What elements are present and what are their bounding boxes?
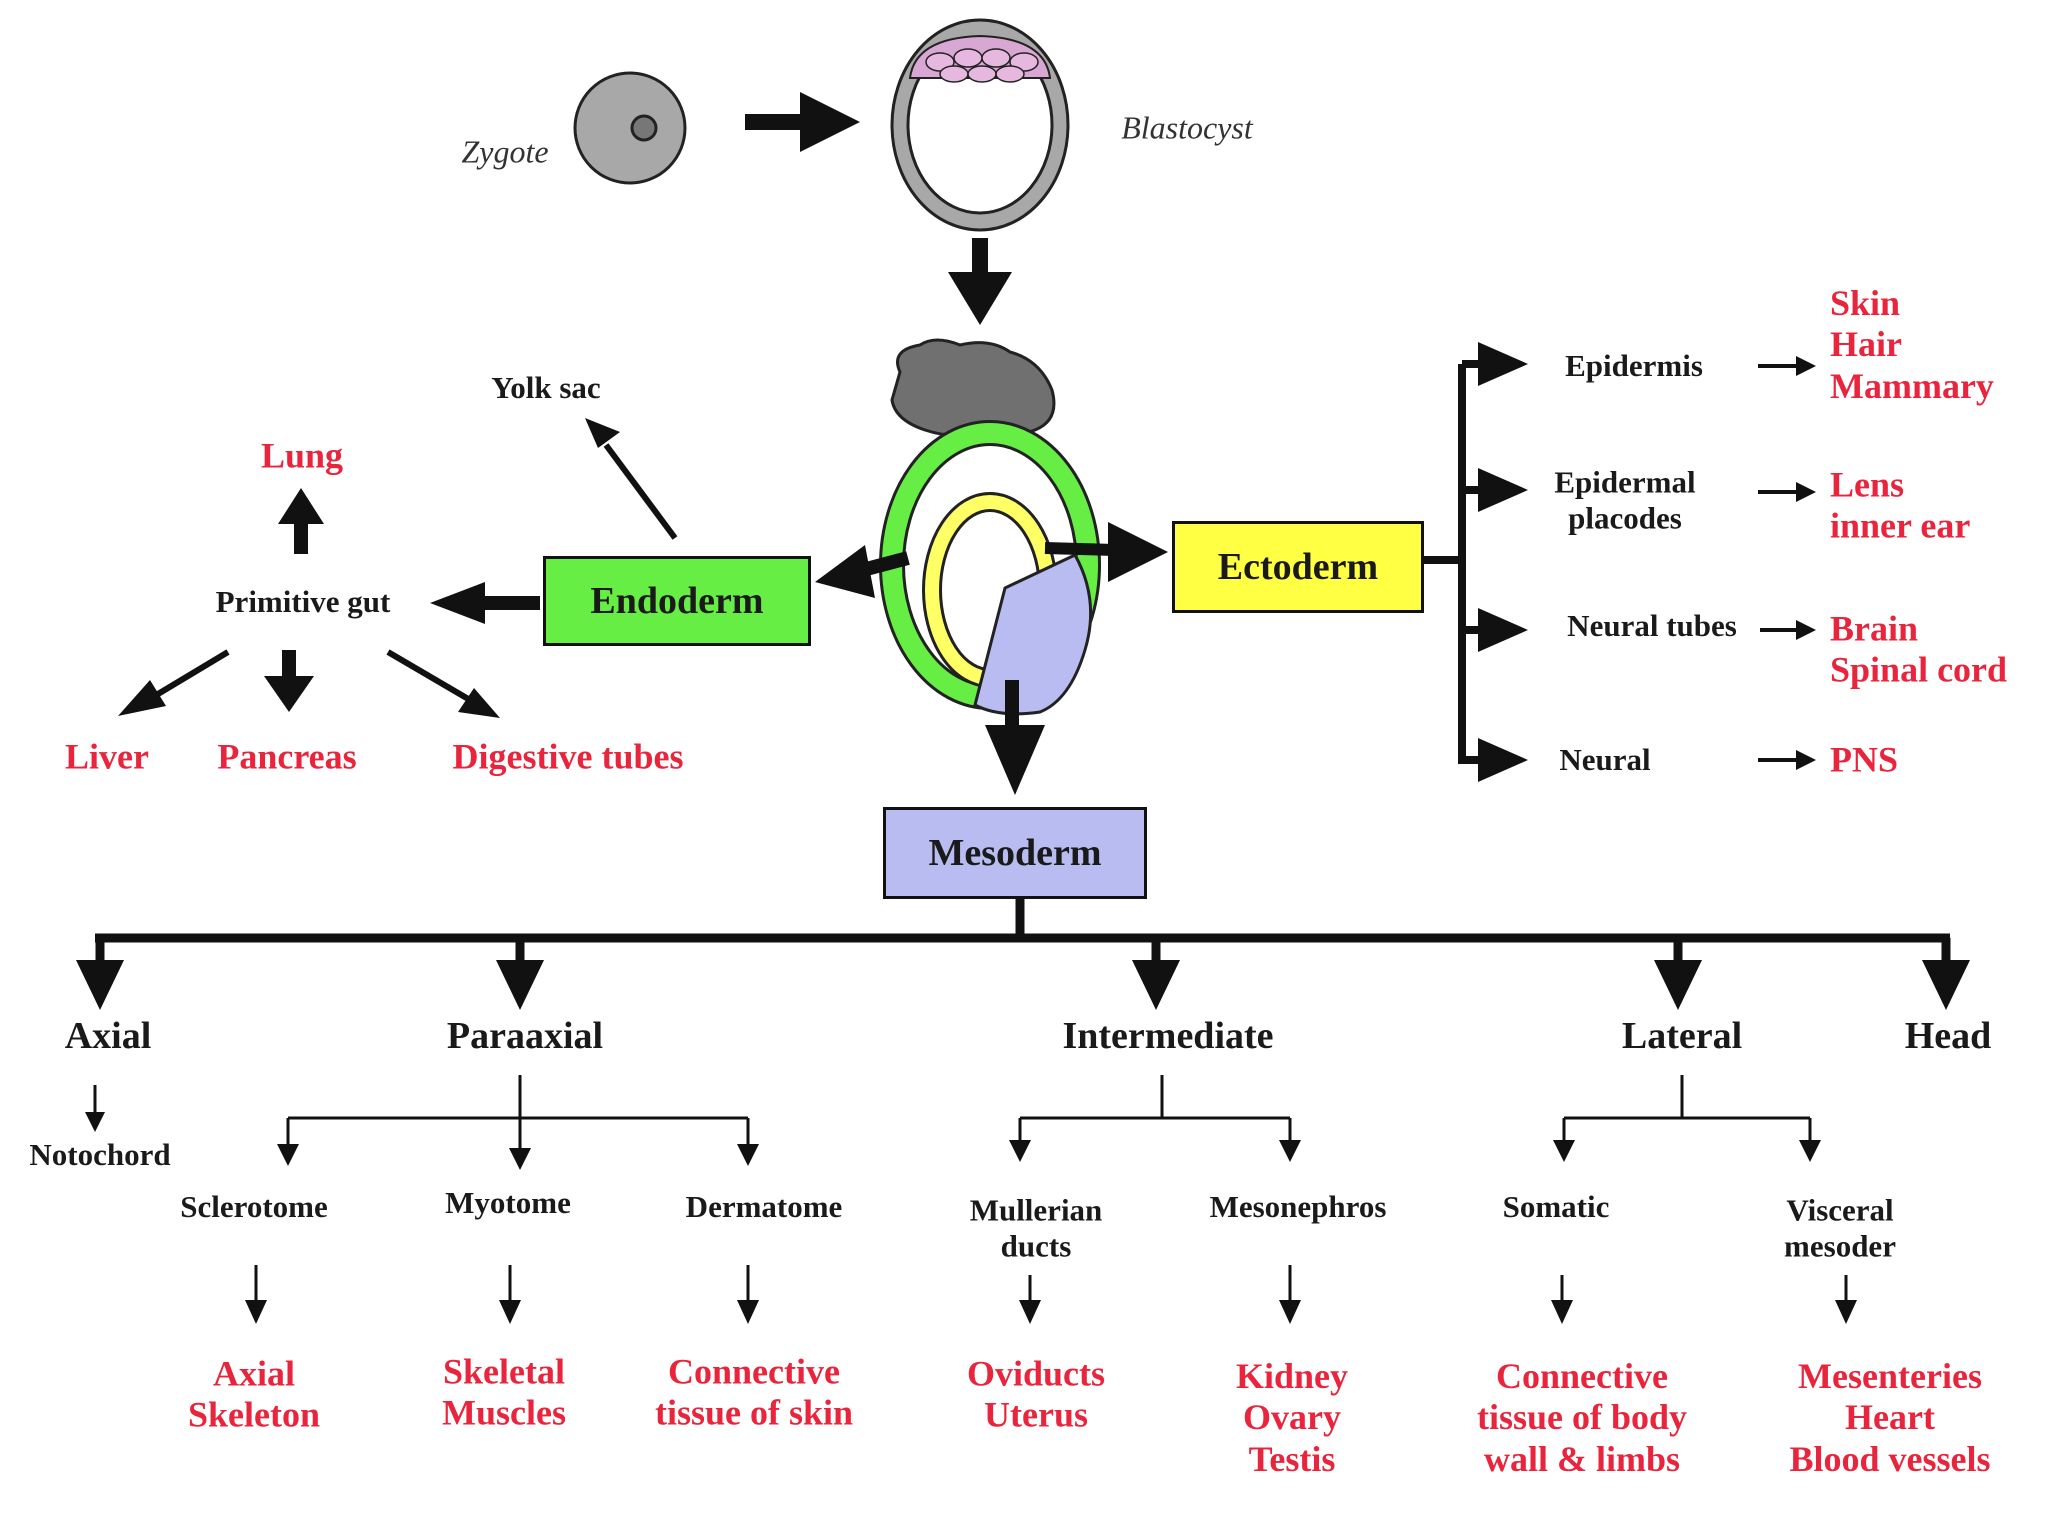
axial-label: Axial xyxy=(64,1015,152,1058)
skeletal-muscles-line-1: Skeletal xyxy=(442,1351,565,1392)
connective-body-line-3: wall & limbs xyxy=(1483,1438,1681,1479)
arrow-zygote-to-blastocyst xyxy=(745,92,860,152)
brain-label: Brain xyxy=(1830,608,1919,649)
notochord-label: Notochord xyxy=(29,1137,171,1173)
arrow-to-ectoderm xyxy=(1044,522,1168,582)
somatic-label: Somatic xyxy=(1502,1189,1610,1225)
neural-tubes-label: Neural tubes xyxy=(1567,608,1737,644)
axial-skeleton-line-2: Skeleton xyxy=(187,1395,321,1435)
epidermal-placodes-label: Epidermal placodes xyxy=(1554,464,1695,535)
axial-skeleton-label: Axial Skeleton xyxy=(188,1354,320,1437)
digestive-tubes-label: Digestive tubes xyxy=(452,736,684,777)
mesenteries-heart-vessels-label: Mesenteries Heart Blood vessels xyxy=(1789,1356,1990,1480)
yolk-sac-label: Yolk sac xyxy=(491,370,601,406)
visceral-line-2: mesoder xyxy=(1784,1228,1896,1263)
liver-label: Liver xyxy=(65,736,149,777)
epidermal-placodes-line-1: Epidermal xyxy=(1554,464,1696,500)
arrow-to-digestive xyxy=(386,649,500,718)
ectoderm-box: Ectoderm xyxy=(1172,521,1424,613)
mullerian-line-2: ducts xyxy=(1000,1228,1072,1263)
intermediate-label: Intermediate xyxy=(1062,1015,1274,1058)
arrow-to-primitive-gut xyxy=(430,582,540,624)
arrow-to-liver xyxy=(118,649,230,716)
pns-label: PNS xyxy=(1830,739,1899,780)
ectoderm-output-arrows xyxy=(1758,356,1816,770)
mesoderm-branch-lines xyxy=(76,898,1970,1010)
gastrula-illustration xyxy=(879,338,1101,716)
endoderm-box: Endoderm xyxy=(543,556,811,646)
paraaxial-label: Paraaxial xyxy=(446,1015,604,1058)
connective-tissue-skin-label: Connective tissue of skin xyxy=(655,1352,853,1435)
primitive-gut-label: Primitive gut xyxy=(215,584,391,620)
spinal-cord-label: Spinal cord xyxy=(1830,650,2008,690)
paraaxial-branch-lines xyxy=(277,1075,759,1170)
ovary-line: Ovary xyxy=(1243,1397,1341,1438)
mullerian-line-1: Mullerian xyxy=(969,1192,1103,1228)
testis-line: Testis xyxy=(1248,1438,1336,1479)
dermatome-label: Dermatome xyxy=(685,1189,843,1225)
oviducts-line: Oviducts xyxy=(966,1353,1106,1394)
arrow-to-mesoderm xyxy=(985,680,1045,795)
skin-label: Skin xyxy=(1830,282,1901,323)
kidney-ovary-testis-label: Kidney Ovary Testis xyxy=(1236,1356,1348,1480)
arrow-to-endoderm xyxy=(815,545,910,598)
mesonephros-label: Mesonephros xyxy=(1209,1189,1387,1225)
arrow-to-lung xyxy=(278,488,324,554)
mullerian-ducts-label: Mullerian ducts xyxy=(970,1192,1103,1263)
myotome-label: Myotome xyxy=(445,1185,571,1221)
connective-body-line-1: Connective xyxy=(1496,1355,1668,1396)
lateral-branch-lines xyxy=(1553,1075,1821,1162)
blastocyst-label: Blastocyst xyxy=(1121,109,1253,146)
arrow-blastocyst-to-embryo xyxy=(948,238,1012,325)
axial-skeleton-line-1: Axial xyxy=(212,1353,296,1394)
connective-skin-line-2: tissue of skin xyxy=(654,1393,854,1433)
mesenteries-line: Mesenteries xyxy=(1798,1355,1982,1396)
inner-ear-label: inner ear xyxy=(1830,506,1971,546)
connective-skin-line-1: Connective xyxy=(668,1351,840,1392)
placodes-outputs: Lens inner ear xyxy=(1830,465,1970,548)
hair-label: Hair xyxy=(1830,324,1902,365)
kidney-line: Kidney xyxy=(1235,1355,1349,1396)
arrow-to-notochord xyxy=(85,1085,105,1132)
arrow-to-yolk-sac xyxy=(585,418,678,540)
neural-tubes-outputs: Brain Spinal cord xyxy=(1830,609,2007,692)
blastocyst-cell xyxy=(890,18,1070,232)
lens-label: Lens xyxy=(1830,464,1905,505)
lung-label: Lung xyxy=(260,435,344,476)
mesoderm-box: Mesoderm xyxy=(883,807,1147,899)
sclerotome-label: Sclerotome xyxy=(180,1189,328,1225)
tissue-arrows xyxy=(245,1265,1857,1324)
epidermal-placodes-line-2: placodes xyxy=(1568,500,1682,535)
heart-line: Heart xyxy=(1845,1397,1935,1438)
connective-body-line-2: tissue of body xyxy=(1476,1397,1688,1438)
connective-body-wall-label: Connective tissue of body wall & limbs xyxy=(1477,1356,1687,1480)
visceral-line-1: Visceral xyxy=(1786,1192,1894,1228)
zygote-label: Zygote xyxy=(461,133,549,170)
visceral-mesoder-label: Visceral mesoder xyxy=(1784,1192,1896,1263)
blood-vessels-line: Blood vessels xyxy=(1789,1438,1991,1479)
intermediate-branch-lines xyxy=(1009,1075,1301,1162)
pancreas-label: Pancreas xyxy=(217,736,357,777)
epidermis-outputs: Skin Hair Mammary xyxy=(1830,283,1994,407)
uterus-line: Uterus xyxy=(984,1395,1088,1435)
skeletal-muscles-line-2: Muscles xyxy=(442,1393,566,1433)
ectoderm-branch-lines xyxy=(1422,342,1528,782)
skeletal-muscles-label: Skeletal Muscles xyxy=(442,1352,566,1435)
zygote-cell xyxy=(573,71,687,185)
arrow-to-pancreas xyxy=(264,650,314,712)
epidermis-label: Epidermis xyxy=(1565,348,1703,384)
lateral-label: Lateral xyxy=(1621,1015,1743,1058)
head-label: Head xyxy=(1904,1015,1992,1058)
mammary-label: Mammary xyxy=(1830,365,1994,406)
oviducts-uterus-label: Oviducts Uterus xyxy=(967,1354,1105,1437)
neural-label: Neural xyxy=(1559,742,1651,778)
